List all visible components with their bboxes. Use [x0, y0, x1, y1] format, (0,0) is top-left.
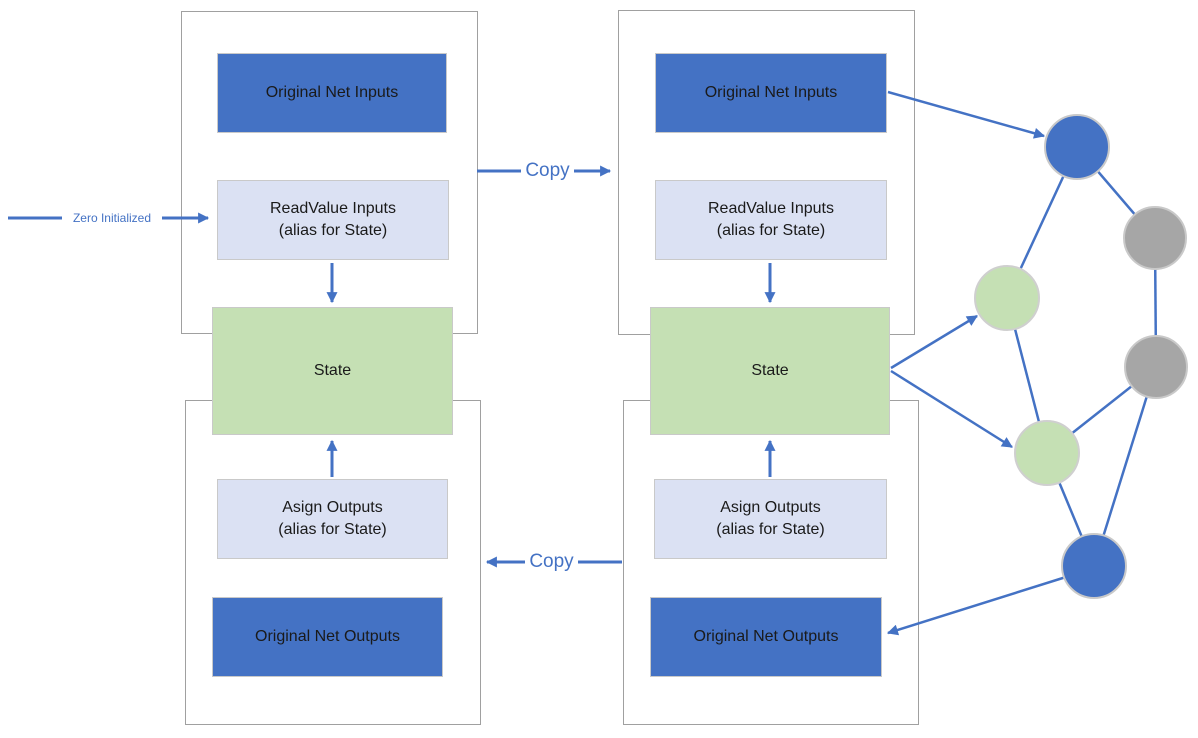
original-net-inputs-left: Original Net Inputs	[217, 53, 447, 133]
state-right: State	[650, 307, 890, 435]
readvalue-inputs-left-line1: ReadValue Inputs	[269, 200, 396, 217]
edge-greenlower-bluebottom	[1045, 452, 1096, 567]
state-right-label: State	[751, 362, 789, 379]
node-gray-upper	[1123, 206, 1187, 270]
readvalue-inputs-left-line2: (alias for State)	[278, 222, 388, 239]
asign-outputs-right: Asign Outputs (alias for State)	[654, 479, 887, 559]
state-left-label: State	[313, 362, 352, 379]
edge-greenlower-graylower	[1046, 366, 1157, 454]
original-net-outputs-left-label: Original Net Outputs	[255, 628, 400, 645]
copy-top-label: Copy	[521, 156, 574, 186]
node-green-upper	[974, 265, 1040, 331]
edge-grayupper-graylower	[1153, 237, 1158, 368]
original-net-outputs-right: Original Net Outputs	[650, 597, 882, 677]
readvalue-inputs-left: ReadValue Inputs (alias for State)	[217, 180, 449, 260]
node-green-lower	[1014, 420, 1080, 486]
original-net-inputs-left-label: Original Net Inputs	[265, 84, 399, 101]
asign-outputs-right-line1: Asign Outputs	[720, 499, 821, 516]
original-net-inputs-right-label: Original Net Inputs	[704, 84, 838, 101]
node-blue-top	[1044, 114, 1110, 180]
readvalue-inputs-right-line1: ReadValue Inputs	[707, 200, 834, 217]
edge-bluetop-grayupper	[1076, 146, 1156, 239]
asign-outputs-left-line1: Asign Outputs	[282, 499, 383, 516]
edge-greenupper-greenlower	[1005, 297, 1049, 454]
edge-bluetop-greenupper	[1005, 146, 1079, 299]
zero-initialized-label: Zero Initialized	[62, 207, 162, 229]
readvalue-inputs-right-line2: (alias for State)	[716, 222, 826, 239]
original-net-outputs-left: Original Net Outputs	[212, 597, 443, 677]
original-net-outputs-right-label: Original Net Outputs	[693, 628, 839, 645]
readvalue-inputs-right: ReadValue Inputs (alias for State)	[655, 180, 887, 260]
asign-outputs-left-line2: (alias for State)	[278, 521, 387, 538]
node-gray-lower	[1124, 335, 1188, 399]
edge-graylower-bluebottom	[1092, 366, 1158, 567]
original-net-inputs-right: Original Net Inputs	[655, 53, 887, 133]
state-left: State	[212, 307, 453, 435]
asign-outputs-left: Asign Outputs (alias for State)	[217, 479, 448, 559]
asign-outputs-right-line2: (alias for State)	[716, 521, 825, 538]
node-blue-bottom	[1061, 533, 1127, 599]
copy-bottom-label: Copy	[525, 547, 578, 577]
